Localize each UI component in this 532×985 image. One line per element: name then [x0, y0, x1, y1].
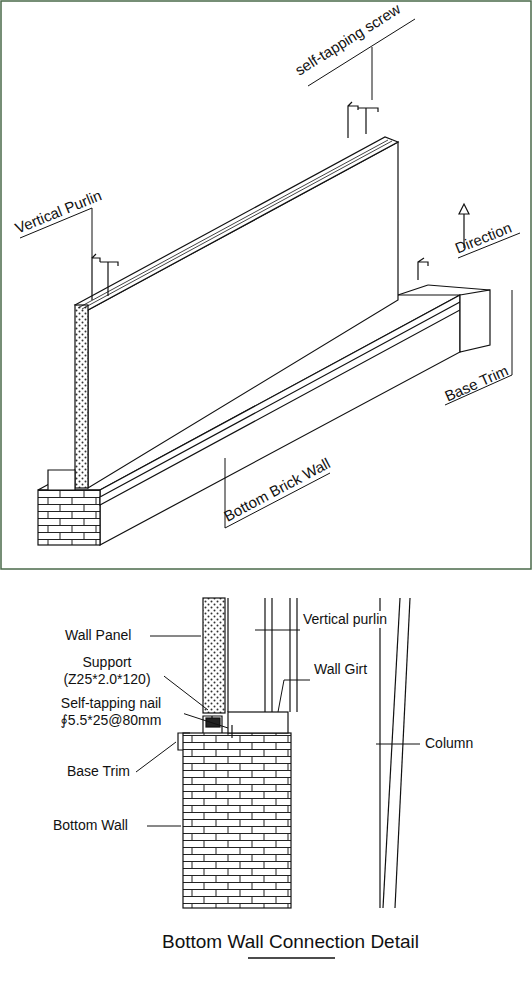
brick-end [38, 490, 100, 545]
frame [1, 1, 531, 569]
direction-label: Direction [452, 218, 515, 257]
part-label: Self-tapping nail ∮5.5*25@80mm [38, 695, 184, 729]
part-label: Base Trim [441, 361, 511, 405]
base-trim-section [178, 733, 190, 750]
panel-section [203, 598, 225, 713]
isometric-view [38, 102, 490, 545]
support-z [203, 716, 222, 733]
part-label: Vertical Purlin [12, 186, 105, 237]
purlin-end [418, 258, 428, 280]
part-label: Support (Z25*2.0*120) [50, 654, 164, 688]
part-label: Wall Panel [64, 627, 132, 644]
purlin-right [348, 102, 378, 138]
panel-core [75, 305, 88, 488]
leader-lines [20, 19, 520, 528]
caption: Bottom Wall Connection Detail [161, 933, 420, 950]
wall-right-end [460, 290, 490, 352]
part-label: Base Trim [66, 763, 131, 780]
section-leaders [136, 630, 420, 958]
wall-girt [228, 712, 288, 733]
part-label: Vertical purlin [302, 611, 388, 628]
section-view [178, 598, 410, 908]
bottom-wall-section [183, 733, 291, 908]
wall-panel-face [88, 142, 398, 488]
panel-top [75, 137, 398, 310]
part-label: Bottom Wall [52, 817, 129, 834]
part-label: Wall Girt [313, 661, 368, 678]
part-label: self-tapping screw [291, 0, 404, 79]
purlin-left [92, 254, 118, 300]
part-label: Column [424, 735, 474, 752]
